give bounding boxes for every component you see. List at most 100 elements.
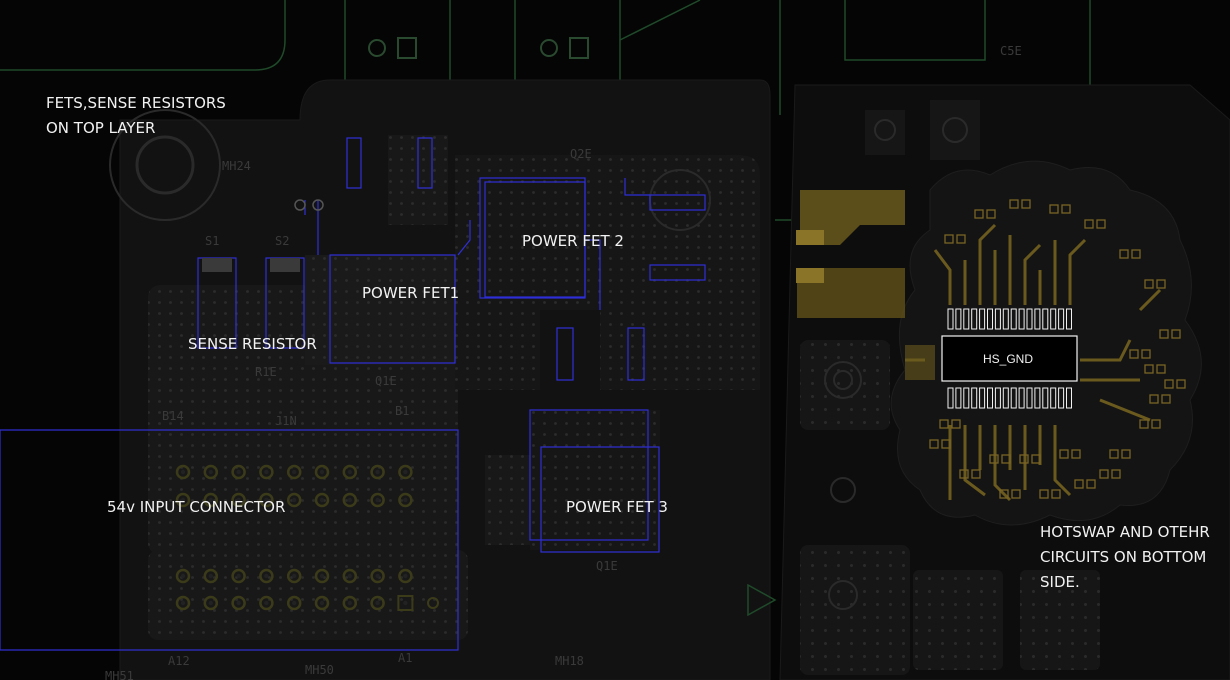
connector-pin-drill <box>236 573 241 579</box>
ic-pin-top <box>1050 308 1057 330</box>
connector-pin <box>203 492 219 508</box>
smd-pad <box>1019 454 1029 464</box>
connector-pin <box>286 568 302 584</box>
connector-pin <box>231 595 246 611</box>
ic-pin-bottom <box>1002 387 1009 409</box>
smd-pad <box>929 439 939 449</box>
connector-pin-drill <box>208 469 213 475</box>
connector-pin <box>231 492 246 508</box>
smd-pad <box>1139 419 1149 429</box>
smd-pad <box>989 454 999 464</box>
smd-pad <box>1149 394 1159 404</box>
svg-text:B1: B1 <box>395 404 409 418</box>
connector-pin-drill <box>375 573 380 579</box>
bottom-traces <box>905 223 1162 502</box>
connector-pin-drill <box>208 573 213 579</box>
svg-text:S2: S2 <box>275 234 289 248</box>
connector-pin <box>370 492 385 508</box>
smd-pad <box>959 469 969 479</box>
ic-pin-bottom <box>1026 387 1033 409</box>
connector-pin <box>231 568 246 584</box>
connector-pin <box>314 492 330 508</box>
bottom-side-note: HOTSWAP AND OTEHR CIRCUITS ON BOTTOM SID… <box>1040 523 1210 591</box>
smd-pad <box>1049 204 1059 214</box>
connector-pin <box>203 568 219 584</box>
ic-pin-top <box>1018 308 1025 330</box>
ic-pin-top <box>1002 308 1009 330</box>
connector-pin <box>370 595 385 611</box>
connector-pin <box>398 464 413 480</box>
ic-pin-bottom <box>1010 387 1017 409</box>
connector-pin-drill <box>208 600 213 606</box>
svg-text:MH18: MH18 <box>555 654 584 668</box>
smd-pad <box>1051 489 1061 499</box>
connector-pin-drill <box>403 469 408 475</box>
connector-pin-drill <box>319 497 325 503</box>
connector-pin-drill <box>319 600 325 606</box>
connector-pin <box>259 595 274 611</box>
ic-pin-top <box>1026 308 1033 330</box>
mounting-holes <box>109 109 968 610</box>
smd-pad <box>1159 329 1169 339</box>
ic-pin-top <box>1010 308 1017 330</box>
sense-resistor-label: SENSE RESISTOR <box>188 335 317 353</box>
connector-pin-drill <box>292 573 297 579</box>
smd-pad <box>1111 469 1121 479</box>
svg-text:B14: B14 <box>162 409 184 423</box>
smd-pad <box>1176 379 1186 389</box>
ic-pin-bottom <box>1034 387 1041 409</box>
connector-pin-drill <box>292 497 297 503</box>
connector-pins <box>175 464 439 611</box>
connector-pin-drill <box>264 469 269 475</box>
smd-pad <box>944 234 954 244</box>
smd-pad <box>1156 364 1166 374</box>
connector-pin-drill <box>180 573 186 579</box>
smd-pad <box>971 469 981 479</box>
connector-pin <box>342 568 358 584</box>
smd-pad <box>1131 249 1141 259</box>
smd-pad <box>1109 449 1119 459</box>
connector-pin <box>398 568 413 584</box>
ic-pin-bottom <box>979 387 986 409</box>
connector-pin <box>175 464 191 480</box>
smd-pad <box>1031 454 1041 464</box>
power-fet-3-label: POWER FET 3 <box>566 498 668 516</box>
ic-pin-top <box>963 308 970 330</box>
power-fet-2-label: POWER FET 2 <box>522 232 624 250</box>
ic-pin-bottom <box>1066 387 1072 409</box>
ic-pin-top <box>1066 308 1072 330</box>
svg-text:MH50: MH50 <box>305 663 334 677</box>
smd-pad <box>1096 219 1106 229</box>
smd-pad <box>1001 454 1011 464</box>
smd-pad <box>974 209 984 219</box>
ic-pin-top <box>1058 308 1065 330</box>
ic-pin-bottom <box>963 387 970 409</box>
connector-pin <box>175 595 191 611</box>
input-connector-label: 54v INPUT CONNECTOR <box>107 498 286 516</box>
connector-pin <box>259 568 274 584</box>
smd-pad <box>1086 479 1096 489</box>
smd-pad <box>1011 489 1021 499</box>
connector-pin-drill <box>236 497 241 503</box>
connector-pin <box>342 492 358 508</box>
connector-pin-drill <box>264 573 269 579</box>
connector-pin <box>175 492 191 508</box>
connector-pin-drill <box>208 497 213 503</box>
smd-pad <box>1119 249 1129 259</box>
connector-pin-drill <box>375 600 380 606</box>
connector-pin <box>231 464 246 480</box>
svg-text:A1: A1 <box>398 651 412 665</box>
smd-pad <box>1021 199 1031 209</box>
connector-pin <box>286 492 302 508</box>
top-pads <box>368 37 589 59</box>
smd-pad <box>1121 449 1131 459</box>
ic-pin-bottom <box>971 387 978 409</box>
connector-pin <box>398 492 413 508</box>
smd-pad <box>986 209 996 219</box>
hs-gnd-net-label: HS_GND <box>983 352 1033 366</box>
connector-pin <box>370 568 385 584</box>
component-outlines <box>0 137 706 651</box>
connector-pin-drill <box>264 600 269 606</box>
